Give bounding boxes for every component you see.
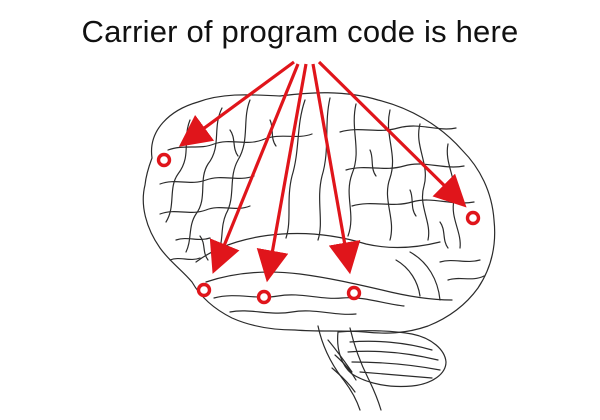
circle-marker [346, 285, 362, 301]
markers [156, 152, 481, 305]
arrow [311, 63, 361, 275]
arrows [178, 60, 467, 283]
arrow [317, 60, 467, 208]
arrow [256, 63, 308, 283]
circle-marker [256, 289, 272, 305]
circle-marker [156, 152, 172, 168]
brain-icon [142, 92, 496, 411]
circle-marker [196, 282, 212, 298]
arrow [178, 60, 295, 147]
arrow [209, 63, 300, 274]
diagram-title: Carrier of program code is here [81, 14, 519, 49]
circle-marker [465, 210, 481, 226]
